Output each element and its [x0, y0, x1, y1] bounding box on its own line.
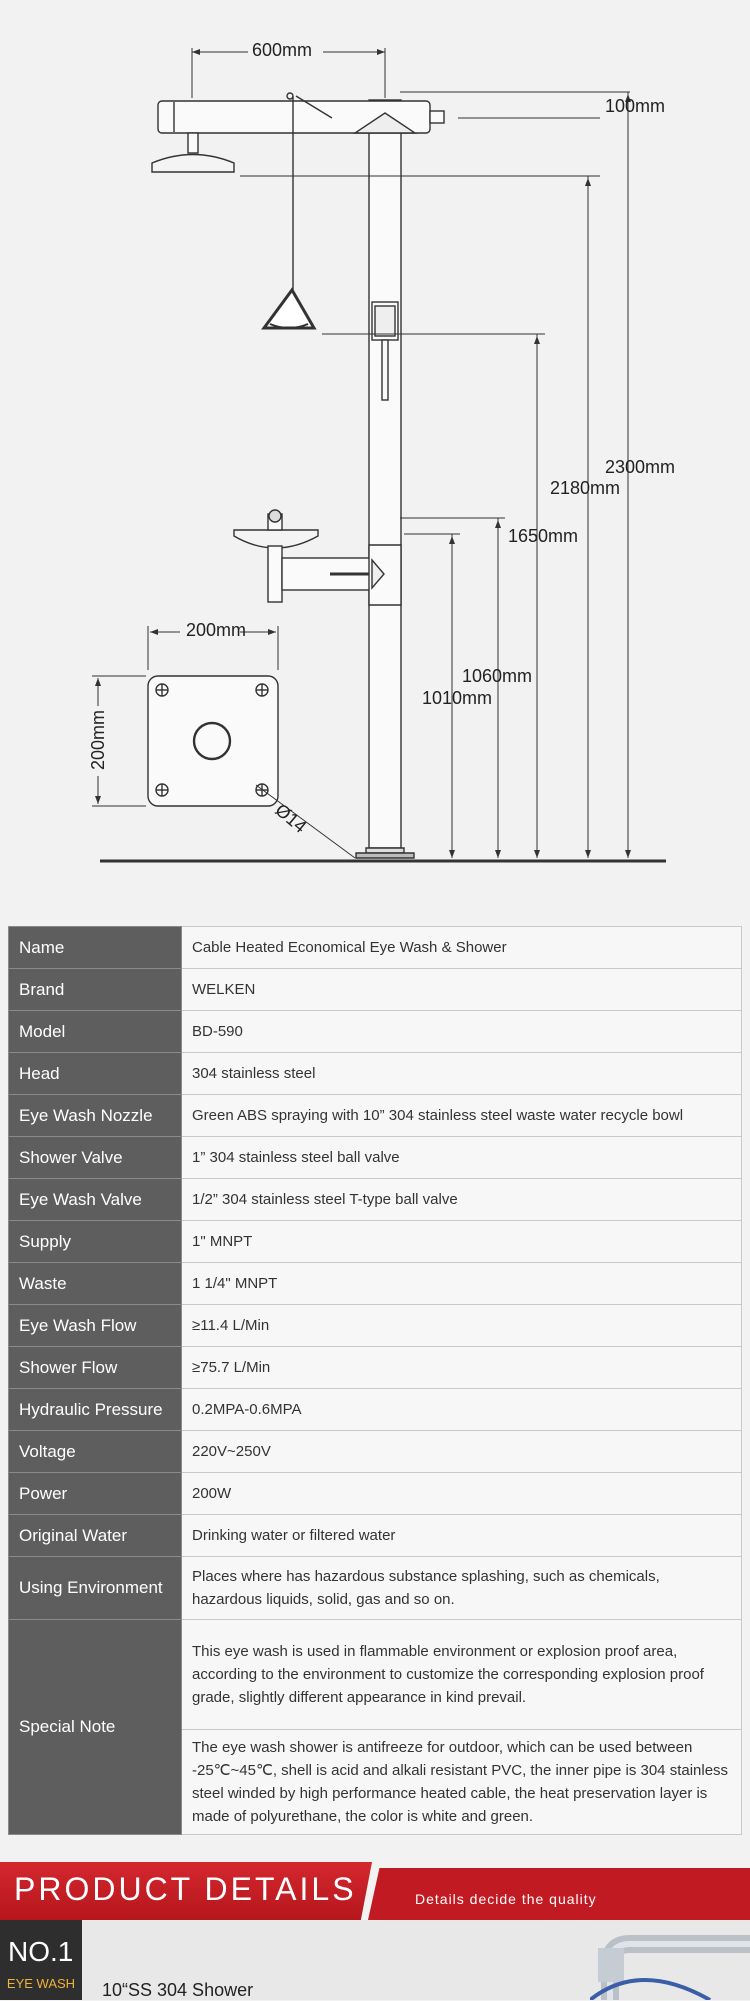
badge-number: NO.1 — [8, 1936, 74, 1967]
spec-value: 0.2MPA-0.6MPA — [181, 1388, 742, 1431]
dim-1060mm: 1060mm — [462, 666, 532, 686]
special-note-1: This eye wash is used in flammable envir… — [181, 1619, 742, 1730]
spec-label: Using Environment — [8, 1556, 182, 1620]
base-plate — [147, 675, 279, 807]
spec-value: Cable Heated Economical Eye Wash & Showe… — [181, 926, 742, 969]
banner-title: PRODUCT DETAILS — [14, 1871, 357, 1907]
spec-value: WELKEN — [181, 968, 742, 1011]
spec-label: Shower Valve — [8, 1136, 182, 1179]
spec-label: Voltage — [8, 1430, 182, 1473]
spec-label: Hydraulic Pressure — [8, 1388, 182, 1431]
spec-label: Supply — [8, 1220, 182, 1263]
product-name: 10“SS 304 Shower — [102, 1980, 254, 2000]
spec-label: Eye Wash Valve — [8, 1178, 182, 1221]
spec-value: 1 1/4" MNPT — [181, 1262, 742, 1305]
spec-value: 220V~250V — [181, 1430, 742, 1473]
spec-value: Drinking water or filtered water — [181, 1514, 742, 1557]
table-row: Special Note This eye wash is used in fl… — [8, 1619, 742, 1835]
banner-subtitle: Details decide the quality — [415, 1891, 597, 1907]
spec-value: 1" MNPT — [181, 1220, 742, 1263]
spec-value: 200W — [181, 1472, 742, 1515]
shower-head — [151, 153, 235, 173]
spec-label-special-note: Special Note — [8, 1619, 182, 1835]
eye-wash-bowl — [233, 529, 319, 549]
dim-base-width: 200mm — [186, 620, 246, 640]
banner-left-ribbon — [0, 1862, 372, 1920]
table-row: The eye wash shower is antifreeze for ou… — [9, 1729, 742, 1835]
banner-right-ribbon — [368, 1868, 750, 1920]
dim-100mm: 100mm — [605, 96, 665, 116]
dim-base-height: 200mm — [88, 710, 108, 770]
spec-value: ≥75.7 L/Min — [181, 1346, 742, 1389]
spec-label: Shower Flow — [8, 1346, 182, 1389]
spec-label: Name — [8, 926, 182, 969]
spec-label: Model — [8, 1010, 182, 1053]
spec-label: Waste — [8, 1262, 182, 1305]
main-column — [368, 99, 402, 849]
table-row: Eye Wash Flow≥11.4 L/Min — [8, 1304, 742, 1347]
badge-tag: EYE WASH — [6, 1976, 76, 1991]
spec-value: 1” 304 stainless steel ball valve — [181, 1136, 742, 1179]
dim-hole-diameter: Ø14 — [271, 800, 310, 837]
dimension-diagram: 600mm 100mm 2300mm 2180mm 1650mm 1060mm … — [88, 40, 675, 863]
dim-1010mm: 1010mm — [422, 688, 492, 708]
spec-value: 304 stainless steel — [181, 1052, 742, 1095]
spec-label: Power — [8, 1472, 182, 1515]
spec-value: Places where has hazardous substance spl… — [181, 1556, 742, 1620]
dim-600mm: 600mm — [252, 40, 312, 60]
shower-pipe-icon — [590, 1935, 750, 2000]
spec-value: BD-590 — [181, 1010, 742, 1053]
spec-label: Eye Wash Flow — [8, 1304, 182, 1347]
table-row: Shower Flow≥75.7 L/Min — [8, 1346, 742, 1389]
spec-value: ≥11.4 L/Min — [181, 1304, 742, 1347]
spec-label: Brand — [8, 968, 182, 1011]
dim-1650mm: 1650mm — [508, 526, 578, 546]
spec-label: Head — [8, 1052, 182, 1095]
spec-value: Green ABS spraying with 10” 304 stainles… — [181, 1094, 742, 1137]
dim-2180mm: 2180mm — [550, 478, 620, 498]
dim-2300mm: 2300mm — [605, 457, 675, 477]
number-badge: NO.1 EYE WASH — [0, 1920, 82, 2000]
special-note-2: The eye wash shower is antifreeze for ou… — [181, 1729, 742, 1835]
detail-section: NO.1 EYE WASH 10“SS 304 Shower — [0, 1920, 750, 2000]
spec-value: 1/2” 304 stainless steel T-type ball val… — [181, 1178, 742, 1221]
pull-handle — [261, 287, 317, 330]
product-details-banner: PRODUCT DETAILS Details decide the quali… — [0, 1862, 750, 1920]
spec-label: Eye Wash Nozzle — [8, 1094, 182, 1137]
spec-label: Original Water — [8, 1514, 182, 1557]
